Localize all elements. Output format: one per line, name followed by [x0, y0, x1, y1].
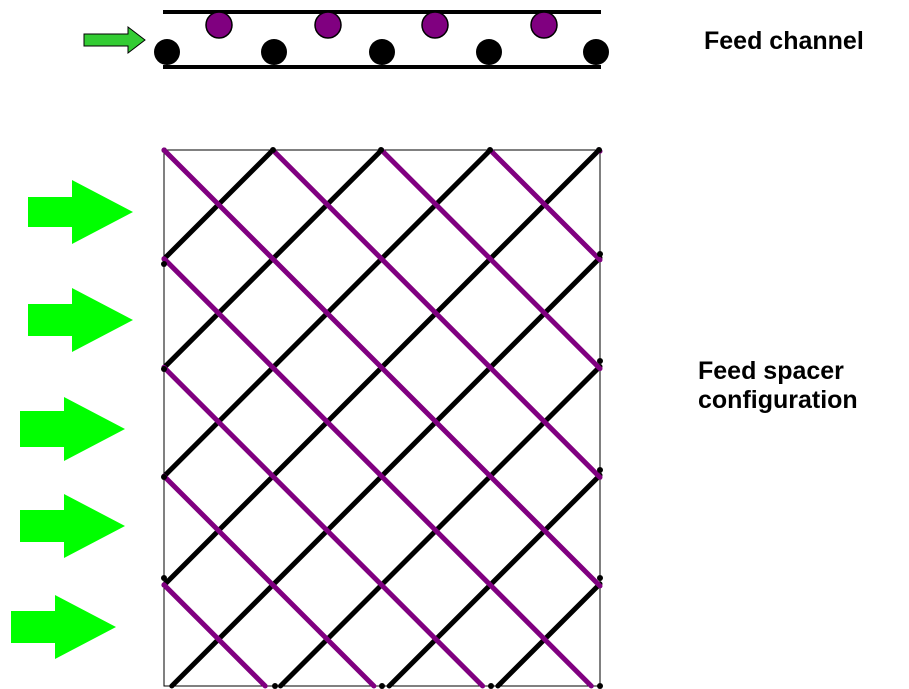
black-filament-line — [495, 581, 603, 689]
feed-channel-label: Feed channel — [704, 27, 864, 55]
edge-junction-dot — [379, 683, 385, 689]
purple-filament-lines — [161, 147, 603, 689]
filament-junction-dots — [161, 147, 603, 689]
black-filament-circle-icon — [261, 39, 287, 65]
flow-direction-arrows — [11, 180, 133, 659]
purple-filament-line — [161, 582, 268, 689]
purple-filament-line — [487, 147, 603, 263]
flow-arrow-icon — [20, 397, 125, 461]
edge-junction-dot — [488, 683, 494, 689]
feed-spacer-label-line1: Feed spacer — [698, 357, 844, 385]
black-filament-circle-icon — [476, 39, 502, 65]
purple-filament-line — [161, 256, 594, 689]
black-filament-line — [386, 472, 603, 689]
black-filament-circle-icon — [583, 39, 609, 65]
edge-junction-dot — [487, 147, 493, 153]
purple-filament-line — [378, 147, 603, 372]
flow-arrow-icon — [28, 180, 133, 244]
purple-filament-line — [161, 473, 377, 689]
edge-junction-dot — [161, 575, 167, 581]
edge-junction-dot — [597, 683, 603, 689]
edge-junction-dot — [161, 474, 167, 480]
edge-junction-dot — [597, 467, 603, 473]
purple-filament-line — [270, 147, 603, 480]
flow-arrow-icon — [20, 494, 125, 558]
black-filament-lines — [161, 147, 603, 689]
purple-filament-circle-icon — [314, 11, 342, 39]
edge-junction-dot — [272, 683, 278, 689]
black-filament-line — [169, 255, 603, 689]
feed-spacer-label-line2: configuration — [698, 386, 858, 414]
black-filament-circle-icon — [154, 39, 180, 65]
flow-arrow-icon — [11, 595, 116, 659]
edge-junction-dot — [597, 575, 603, 581]
purple-filament-circle-icon — [421, 11, 449, 39]
purple-filament-line — [161, 364, 486, 689]
purple-filament-circle-icon — [205, 11, 233, 39]
edge-junction-dot — [161, 366, 167, 372]
edge-junction-dot — [597, 358, 603, 364]
purple-filament-circle-icon — [530, 11, 558, 39]
edge-junction-dot — [270, 147, 276, 153]
feed-channel-cross-section — [83, 10, 609, 69]
feed-spacer-grid — [161, 147, 603, 689]
edge-junction-dot — [161, 261, 167, 267]
small-flow-arrow-icon — [83, 25, 146, 55]
edge-junction-dot — [597, 251, 603, 257]
purple-filament-line — [161, 147, 603, 589]
feed-spacer-configuration-label: Feed spacer configuration — [698, 357, 858, 415]
black-filament-line — [278, 364, 603, 689]
edge-junction-dot — [596, 147, 602, 153]
spacer-frame — [163, 149, 601, 687]
edge-junction-dot — [378, 147, 384, 153]
flow-arrow-icon — [28, 288, 133, 352]
black-filament-circle-icon — [369, 39, 395, 65]
